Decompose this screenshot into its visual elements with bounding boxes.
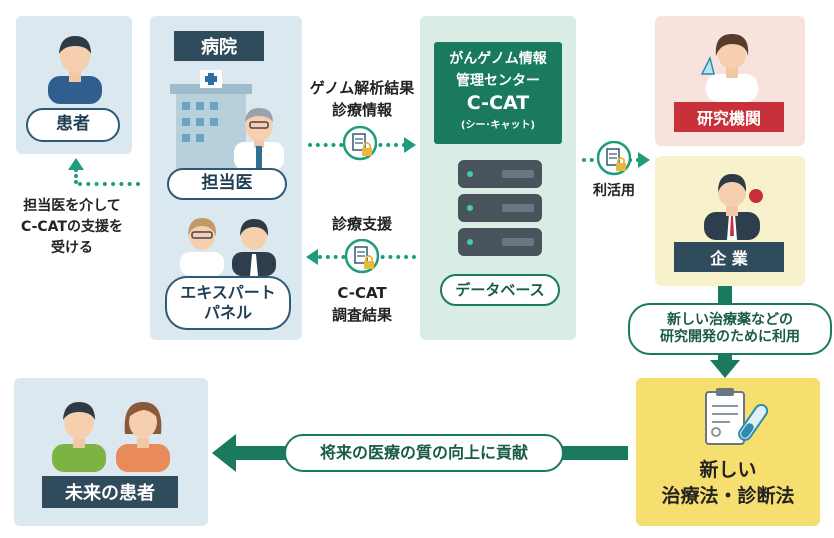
arrow-right-icon-2 bbox=[638, 152, 650, 168]
clipboard-test-tube-icon bbox=[705, 388, 769, 445]
research-label: 研究機関 bbox=[674, 102, 784, 132]
note-left-line3: 受ける bbox=[51, 240, 93, 256]
ccat-line3: C-CAT bbox=[466, 92, 530, 114]
patient-link-horizontal bbox=[78, 182, 140, 186]
use-label: 利活用 bbox=[593, 183, 635, 199]
arrow-down-icon bbox=[710, 360, 740, 378]
expert-panel-label: エキスパート パネル bbox=[165, 276, 291, 330]
new-methods-line1: 新しい bbox=[699, 459, 757, 481]
arrow-top-line1: ゲノム解析結果 bbox=[309, 79, 415, 97]
hospital-title: 病院 bbox=[174, 31, 264, 61]
future-patients-label: 未来の患者 bbox=[42, 476, 178, 508]
contribution-label: 将来の医療の質の向上に貢献 bbox=[284, 434, 564, 472]
database-server-icon bbox=[458, 160, 542, 256]
arrow-bottom-top: 診療支援 bbox=[331, 215, 392, 233]
businessman-icon bbox=[704, 174, 763, 240]
expert-panel-label-line1: エキスパート bbox=[180, 283, 276, 302]
database-label: データベース bbox=[440, 274, 560, 306]
locked-document-icon-3 bbox=[597, 141, 631, 176]
arrow-left-icon bbox=[306, 249, 318, 265]
usage-pill-line2: 研究開発のために利用 bbox=[660, 329, 800, 345]
future-patients-icon bbox=[52, 402, 170, 472]
arrow-up-icon bbox=[68, 158, 84, 170]
hospital-building-icon bbox=[170, 70, 284, 170]
ccat-line2: 管理センター bbox=[456, 73, 540, 89]
note-left-line2: C-CATの支援を bbox=[21, 219, 123, 235]
arrow-bottom-line1: C-CAT bbox=[337, 284, 387, 302]
new-methods-line2: 治療法・診断法 bbox=[661, 485, 795, 507]
arrow-top-line2: 診療情報 bbox=[331, 101, 392, 119]
expert-panel-label-line2: パネル bbox=[203, 303, 252, 322]
expert-panel-people-icon bbox=[180, 218, 276, 276]
locked-document-icon-2 bbox=[345, 239, 379, 274]
patient-person-icon bbox=[48, 36, 102, 104]
company-label: 企 業 bbox=[674, 242, 784, 272]
ccat-title-box: がんゲノム情報 管理センター C-CAT (シー･キャット) bbox=[434, 42, 562, 144]
doctor-label: 担当医 bbox=[167, 168, 287, 200]
patient-label: 患者 bbox=[26, 108, 120, 142]
patient-link-vertical bbox=[74, 168, 78, 184]
ccat-line4: (シー･キャット) bbox=[460, 120, 536, 131]
researcher-icon bbox=[700, 34, 758, 102]
locked-document-icon bbox=[343, 126, 377, 161]
usage-pill-line1: 新しい治療薬などの bbox=[667, 311, 793, 328]
note-left-line1: 担当医を介して bbox=[23, 198, 121, 214]
usage-pill: 新しい治療薬などの 研究開発のために利用 bbox=[628, 303, 832, 355]
arrow-left-large-icon bbox=[212, 434, 236, 472]
ccat-line1: がんゲノム情報 bbox=[449, 51, 547, 67]
arrow-right-icon bbox=[404, 137, 416, 153]
arrow-bottom-line2: 調査結果 bbox=[331, 306, 392, 324]
